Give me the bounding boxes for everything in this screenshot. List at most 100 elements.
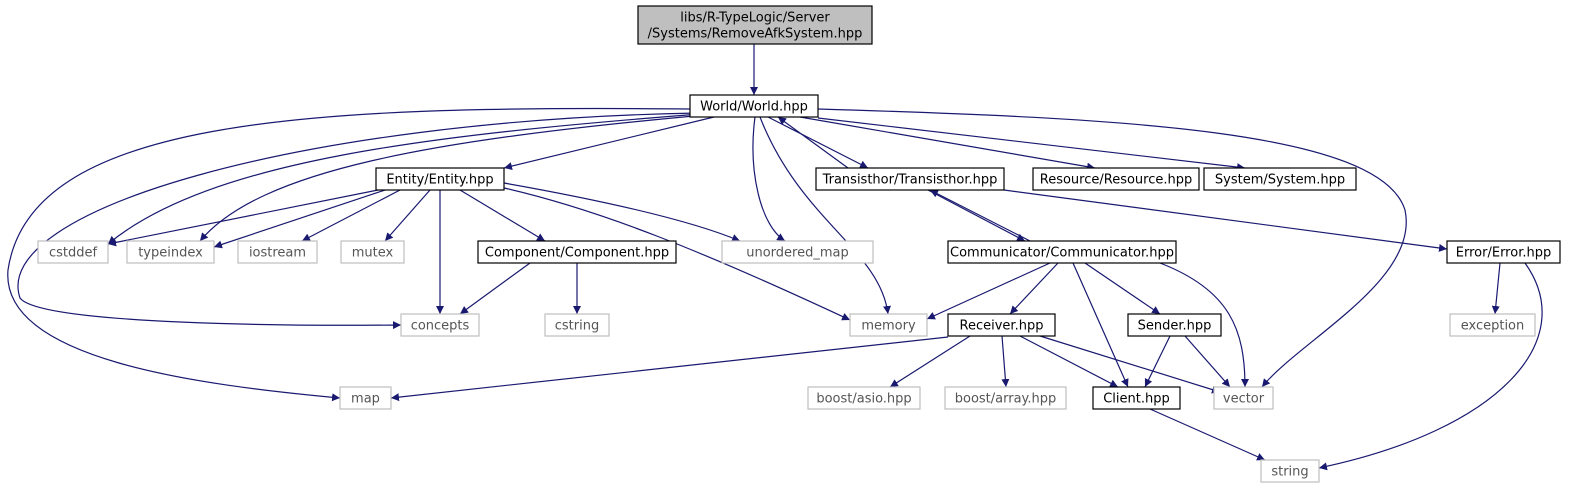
edge-sender-to-vector bbox=[1184, 335, 1231, 388]
edge-entity-to-typeindex bbox=[213, 189, 386, 249]
node-map-label: map bbox=[351, 392, 380, 407]
node-root[interactable]: libs/R-TypeLogic/Server/Systems/RemoveAf… bbox=[637, 5, 873, 45]
node-map-box bbox=[339, 386, 392, 410]
edges-layer bbox=[7, 44, 1543, 471]
node-cstddef: cstddef bbox=[37, 240, 109, 264]
edge-world-to-unordered-map bbox=[752, 116, 786, 242]
node-vector-label: vector bbox=[1223, 392, 1265, 407]
node-boost-array-box bbox=[944, 386, 1067, 410]
node-typeindex: typeindex bbox=[126, 240, 215, 264]
node-iostream: iostream bbox=[237, 240, 318, 264]
node-cstddef-box bbox=[37, 240, 109, 264]
node-communicator-box bbox=[947, 240, 1177, 264]
node-boost-array-label: boost/array.hpp bbox=[955, 392, 1057, 407]
node-world-label: World/World.hpp bbox=[700, 100, 808, 115]
node-receiver[interactable]: Receiver.hpp bbox=[947, 313, 1056, 337]
node-error-box bbox=[1446, 240, 1561, 264]
edge-receiver-to-client bbox=[1019, 335, 1119, 388]
node-entity-label: Entity/Entity.hpp bbox=[386, 173, 493, 188]
edge-world-to-transisthor bbox=[767, 116, 869, 169]
node-vector-box bbox=[1213, 386, 1274, 410]
edge-entity-to-cstddef bbox=[107, 189, 379, 247]
node-resource[interactable]: Resource/Resource.hpp bbox=[1032, 167, 1200, 191]
node-memory: memory bbox=[849, 313, 928, 337]
node-system[interactable]: System/System.hpp bbox=[1203, 167, 1357, 191]
node-memory-label: memory bbox=[861, 319, 916, 334]
node-concepts: concepts bbox=[400, 313, 480, 337]
node-mutex-label: mutex bbox=[352, 246, 394, 261]
node-error[interactable]: Error/Error.hpp bbox=[1446, 240, 1561, 264]
node-client[interactable]: Client.hpp bbox=[1092, 386, 1181, 410]
node-boost-asio-box bbox=[807, 386, 921, 410]
node-string: string bbox=[1260, 459, 1320, 483]
node-typeindex-label: typeindex bbox=[138, 246, 203, 261]
node-concepts-label: concepts bbox=[411, 319, 470, 334]
edge-client-to-string bbox=[1149, 408, 1266, 461]
node-unordered-map: unordered_map bbox=[721, 240, 874, 264]
node-unordered-map-box bbox=[721, 240, 874, 264]
node-world-box bbox=[689, 94, 819, 118]
node-communicator[interactable]: Communicator/Communicator.hpp bbox=[947, 240, 1177, 264]
node-transisthor[interactable]: Transisthor/Transisthor.hpp bbox=[815, 167, 1005, 191]
node-sender-box bbox=[1127, 313, 1222, 337]
node-root-box bbox=[637, 5, 873, 45]
edge-communicator-to-sender bbox=[1084, 262, 1161, 315]
edge-communicator-to-memory bbox=[926, 262, 1051, 320]
edge-world-to-system bbox=[817, 117, 1246, 172]
edge-world-to-concepts bbox=[17, 112, 699, 330]
node-sender-label: Sender.hpp bbox=[1138, 319, 1212, 334]
edge-world-to-map bbox=[7, 107, 691, 402]
edge-world-to-memory bbox=[759, 116, 891, 315]
node-client-label: Client.hpp bbox=[1103, 392, 1170, 407]
edge-entity-to-memory bbox=[503, 187, 851, 321]
edge-error-to-string bbox=[1318, 262, 1543, 471]
node-transisthor-box bbox=[815, 167, 1005, 191]
node-exception: exception bbox=[1449, 313, 1536, 337]
node-boost-asio: boost/asio.hpp bbox=[807, 386, 921, 410]
edge-world-to-vector bbox=[817, 108, 1407, 388]
node-receiver-label: Receiver.hpp bbox=[960, 319, 1044, 334]
node-cstddef-label: cstddef bbox=[49, 246, 98, 261]
nodes-layer: libs/R-TypeLogic/Server/Systems/RemoveAf… bbox=[37, 5, 1561, 483]
node-system-box bbox=[1203, 167, 1357, 191]
node-sender[interactable]: Sender.hpp bbox=[1127, 313, 1222, 337]
node-cstring: cstring bbox=[544, 313, 610, 337]
node-system-label: System/System.hpp bbox=[1215, 173, 1345, 188]
node-entity[interactable]: Entity/Entity.hpp bbox=[375, 167, 505, 191]
edge-receiver-to-vector bbox=[1039, 335, 1221, 394]
node-component-box bbox=[477, 240, 677, 264]
node-iostream-label: iostream bbox=[249, 246, 306, 261]
edge-entity-to-unordered-map bbox=[503, 182, 741, 242]
node-component[interactable]: Component/Component.hpp bbox=[477, 240, 677, 264]
node-error-label: Error/Error.hpp bbox=[1456, 246, 1551, 261]
edge-receiver-to-boost-array bbox=[1001, 335, 1010, 388]
node-root-label-2: /Systems/RemoveAfkSystem.hpp bbox=[648, 27, 863, 42]
node-vector: vector bbox=[1213, 386, 1274, 410]
node-map: map bbox=[339, 386, 392, 410]
edge-component-to-concepts bbox=[459, 262, 531, 315]
edge-transisthor-to-communicator bbox=[927, 189, 1026, 242]
node-client-box bbox=[1092, 386, 1181, 410]
edge-communicator-to-receiver bbox=[1009, 262, 1059, 315]
edge-entity-to-mutex bbox=[384, 189, 431, 242]
node-receiver-box bbox=[947, 313, 1056, 337]
node-memory-box bbox=[849, 313, 928, 337]
node-iostream-box bbox=[237, 240, 318, 264]
edge-world-to-resource bbox=[799, 116, 1096, 171]
edge-receiver-to-map bbox=[390, 336, 949, 402]
node-unordered-map-label: unordered_map bbox=[746, 246, 849, 261]
edge-communicator-to-vector bbox=[1159, 262, 1249, 388]
edge-entity-to-component bbox=[459, 189, 546, 242]
node-component-label: Component/Component.hpp bbox=[485, 246, 669, 261]
edge-communicator-to-client bbox=[1072, 262, 1129, 388]
node-exception-box bbox=[1449, 313, 1536, 337]
edge-receiver-to-boost-asio bbox=[889, 335, 971, 388]
edge-error-to-exception bbox=[1491, 262, 1501, 315]
edge-world-to-entity bbox=[503, 116, 715, 170]
node-root-label-1: libs/R-TypeLogic/Server bbox=[680, 11, 830, 26]
node-exception-label: exception bbox=[1461, 319, 1525, 334]
node-boost-asio-label: boost/asio.hpp bbox=[816, 392, 911, 407]
node-typeindex-box bbox=[126, 240, 215, 264]
node-world[interactable]: World/World.hpp bbox=[689, 94, 819, 118]
node-entity-box bbox=[375, 167, 505, 191]
